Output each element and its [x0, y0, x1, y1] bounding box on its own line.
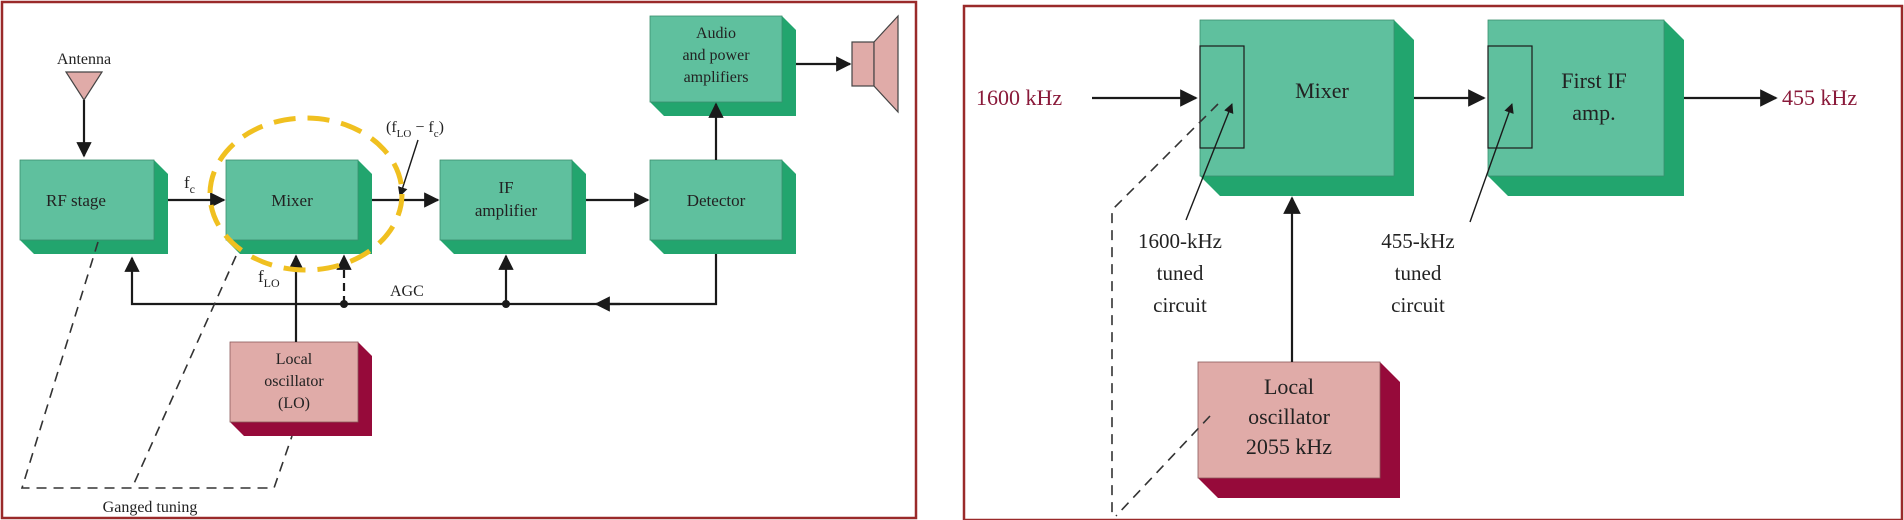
- right-mixer-label: Mixer: [1295, 78, 1349, 103]
- lo-label-3: (LO): [278, 395, 310, 412]
- rf-stage-label: RF stage: [46, 191, 106, 210]
- lo-label-1: Local: [276, 351, 313, 368]
- right-mixer-block: Mixer: [1199, 19, 1414, 196]
- input-frequency-label: 1600 kHz: [976, 85, 1062, 110]
- right-lo-label-3: 2055 kHz: [1246, 434, 1332, 459]
- if-amplifier-label-1: IF: [498, 178, 513, 197]
- mixer-highlight-ellipse: [207, 115, 405, 273]
- difference-frequency-pointer: [398, 139, 419, 197]
- first-if-tuned-circuit: [1487, 45, 1533, 149]
- right-lo-block: Local oscillator 2055 kHz: [1197, 361, 1400, 498]
- audio-amplifiers-block: Audio and power amplifiers: [649, 15, 796, 116]
- audio-label-3: amplifiers: [684, 69, 749, 86]
- speaker-icon: [851, 14, 899, 114]
- right-mixer-tuned-circuit: [1199, 45, 1245, 149]
- lo-label-2: oscillator: [264, 373, 324, 390]
- output-frequency-label: 455 kHz: [1782, 85, 1857, 110]
- detector-block: Detector: [649, 159, 796, 254]
- agc-label: AGC: [390, 283, 424, 300]
- tuned-455-pointer: [1469, 103, 1514, 223]
- tuned-1600-label-1: 1600-kHz: [1138, 229, 1222, 253]
- right-lo-label-2: oscillator: [1248, 404, 1331, 429]
- tuned-1600-pointer: [1185, 103, 1234, 221]
- mixer-block: Mixer: [225, 159, 372, 254]
- audio-label-2: and power: [682, 47, 750, 64]
- tuned-1600-label-2: tuned: [1157, 261, 1204, 285]
- if-amplifier-label-2: amplifier: [475, 201, 538, 220]
- agc-bus: [124, 254, 718, 306]
- flo-label: fLO: [258, 267, 280, 290]
- tuned-455-label-1: 455-kHz: [1381, 229, 1454, 253]
- right-ganged-line-lo: [1115, 415, 1211, 517]
- if-amplifier-block: IF amplifier: [439, 159, 586, 254]
- left-panel: Antenna RF stage Mixer IF amplifier Dete…: [0, 0, 918, 520]
- antenna-label: Antenna: [57, 51, 111, 68]
- agc-junction-if: [502, 300, 510, 308]
- mixer-label: Mixer: [271, 191, 313, 210]
- audio-label-1: Audio: [696, 25, 736, 42]
- antenna-icon: [64, 71, 104, 102]
- first-if-label-2: amp.: [1572, 100, 1615, 125]
- ganged-tuning-line-mixer: [131, 255, 237, 489]
- agc-junction-mixer: [340, 300, 348, 308]
- right-panel: Mixer First IF amp. Local oscillator 205…: [962, 4, 1904, 520]
- fc-label: fc: [184, 173, 195, 196]
- first-if-label-1: First IF: [1561, 68, 1626, 93]
- ganged-tuning-label: Ganged tuning: [103, 499, 198, 516]
- rf-stage-block: RF stage: [19, 159, 168, 254]
- tuned-455-label-3: circuit: [1391, 293, 1445, 317]
- left-panel-frame: [0, 0, 918, 520]
- local-oscillator-block: Local oscillator (LO): [229, 341, 372, 436]
- right-panel-frame: [962, 4, 1904, 520]
- first-if-amp-block: First IF amp.: [1487, 19, 1684, 196]
- right-lo-label-1: Local: [1264, 374, 1314, 399]
- ganged-tuning-line-rf: [20, 241, 293, 489]
- tuned-1600-label-3: circuit: [1153, 293, 1207, 317]
- difference-frequency-label: (fLO − fc): [386, 119, 444, 140]
- detector-label: Detector: [687, 191, 746, 210]
- tuned-455-label-2: tuned: [1395, 261, 1442, 285]
